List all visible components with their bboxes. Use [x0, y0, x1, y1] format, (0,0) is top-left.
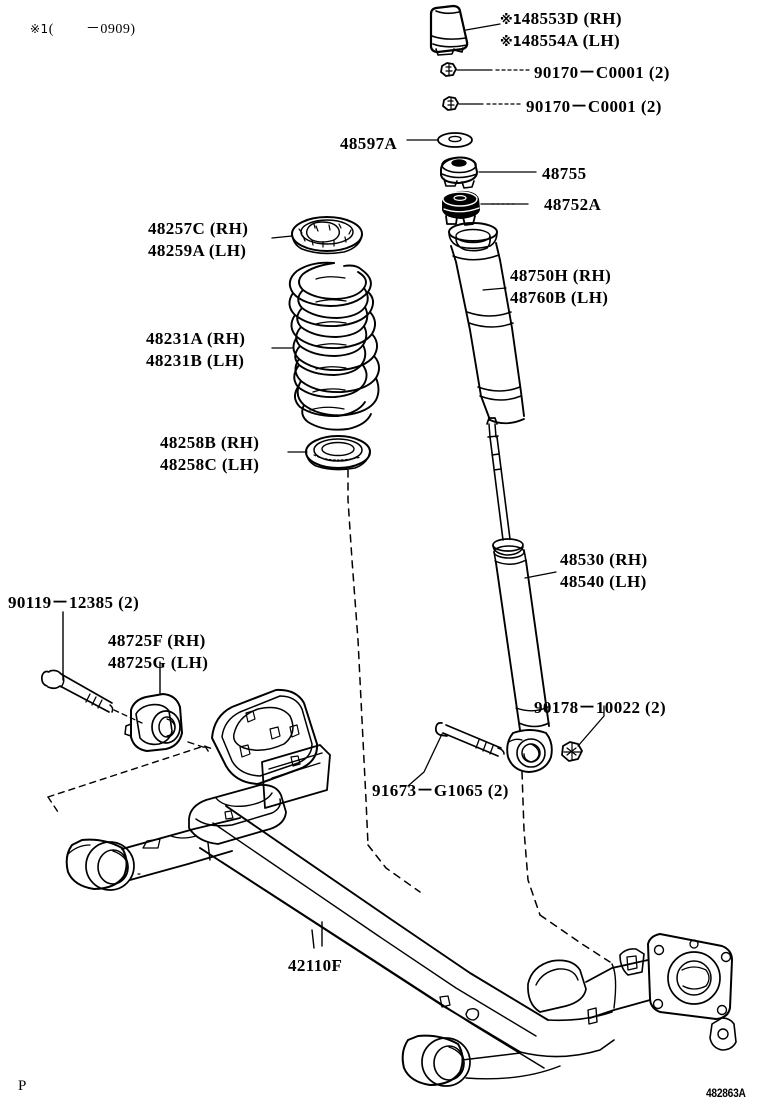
label-nut-lower: 90170－C0001 (2) — [526, 96, 662, 118]
label-support-insulator: 48755 — [542, 163, 587, 185]
label-line: 90178－10022 (2) — [534, 697, 666, 719]
arm-bushing-part — [124, 693, 183, 752]
axle-beam-part — [47, 688, 737, 1087]
label-line: 48258C (LH) — [160, 454, 259, 476]
label-shock-nut: 90178－10022 (2) — [534, 697, 666, 719]
part-number: 48725G (LH) — [108, 653, 209, 673]
label-line: ※148553D (RH) — [500, 8, 622, 30]
shock-bolt-part — [434, 721, 505, 757]
label-bump-stop: ※148553D (RH) ※148554A (LH) — [500, 8, 622, 53]
part-number: 90170－C0001 (2) — [526, 97, 662, 116]
shock-nut-part — [561, 741, 583, 762]
label-line: 48231B (LH) — [146, 350, 245, 372]
label-line: 90119－12385 (2) — [8, 592, 139, 614]
reference-mark: ※1 — [500, 35, 522, 51]
note-text: ( －0909) — [48, 22, 136, 37]
support-insulator-part — [440, 156, 478, 189]
part-number: 48725F (RH) — [108, 631, 206, 650]
part-number: 48259A (LH) — [148, 241, 247, 261]
label-line: 90170－C0001 (2) — [534, 62, 670, 84]
assembly-line-spring — [347, 469, 369, 846]
part-number: 48597A — [340, 134, 398, 153]
label-line: ※148554A (LH) — [500, 30, 622, 52]
part-number: 90178－10022 (2) — [534, 698, 667, 717]
arm-bolt-part — [41, 669, 114, 713]
label-line: 48725G (LH) — [108, 652, 208, 674]
label-line: 91673－G1065 (2) — [372, 780, 509, 802]
label-line: 48257C (RH) — [148, 218, 248, 240]
part-number: 48530 (RH) — [560, 550, 648, 569]
suspension-support-part — [442, 190, 480, 226]
figure-code: 482863A — [706, 1086, 746, 1100]
label-nut-upper: 90170－C0001 (2) — [534, 62, 670, 84]
label-line: 48597A — [340, 133, 397, 155]
label-axle-beam: 42110F — [288, 955, 342, 977]
label-line: 48760B (LH) — [510, 287, 611, 309]
label-arm-bolt: 90119－12385 (2) — [8, 592, 139, 614]
bump-stop-part — [429, 4, 469, 56]
nut-lower-part — [442, 96, 459, 111]
label-washer: 48597A — [340, 133, 397, 155]
label-line: 48530 (RH) — [560, 549, 648, 571]
dust-boot-part — [448, 222, 525, 425]
label-line: 48259A (LH) — [148, 240, 248, 262]
label-arm-bushing: 48725F (RH) 48725G (LH) — [108, 630, 208, 675]
reference-mark: ※1 — [500, 13, 522, 28]
washer-part — [437, 132, 473, 148]
label-line: 48258B (RH) — [160, 432, 259, 454]
part-number: 91673－G1065 (2) — [372, 781, 509, 800]
label-suspension-support: 48752A — [544, 194, 601, 216]
label-line: 90170－C0001 (2) — [526, 96, 662, 118]
note-mark: ※1 — [30, 22, 49, 36]
part-number: 48540 (LH) — [560, 572, 647, 592]
label-line: 48725F (RH) — [108, 630, 208, 652]
part-number: 48258C (LH) — [160, 455, 260, 475]
label-line: 48755 — [542, 163, 587, 185]
part-number: 90170－C0001 (2) — [534, 63, 670, 82]
part-number: 48755 — [542, 164, 587, 183]
nut-upper-part — [440, 62, 457, 77]
label-shock-absorber: 48530 (RH) 48540 (LH) — [560, 549, 648, 594]
label-upper-spring-seat: 48257C (RH) 48259A (LH) — [148, 218, 248, 263]
part-number: 48760B (LH) — [510, 288, 609, 308]
part-number: 90119－12385 (2) — [8, 593, 140, 612]
label-shock-bolt: 91673－G1065 (2) — [372, 780, 509, 802]
label-line: 48750H (RH) — [510, 265, 611, 287]
upper-spring-seat-part — [291, 216, 363, 255]
page-mark: P — [18, 1078, 27, 1094]
part-number: 48231A (RH) — [146, 329, 246, 348]
label-line: 48540 (LH) — [560, 571, 648, 593]
part-number: 48750H (RH) — [510, 266, 612, 285]
diagram-note: ※1( －0909) — [30, 18, 136, 38]
leader-bump-stop — [465, 23, 501, 31]
shock-absorber-part — [486, 417, 553, 773]
label-line: 42110F — [288, 955, 342, 977]
part-number: 48752A — [544, 195, 602, 214]
part-number: 48258B (RH) — [160, 433, 260, 452]
part-number: 48554A (LH) — [521, 31, 621, 51]
part-number: 48231B (LH) — [146, 351, 245, 371]
assembly-line-shock — [521, 771, 541, 916]
part-number: 42110F — [288, 956, 343, 975]
lower-spring-seat-part — [305, 435, 371, 471]
coil-spring-part — [288, 261, 380, 431]
label-coil-spring: 48231A (RH) 48231B (LH) — [146, 328, 245, 373]
label-dust-boot: 48750H (RH) 48760B (LH) — [510, 265, 611, 310]
part-number: 48553D (RH) — [521, 9, 622, 28]
label-line: 48231A (RH) — [146, 328, 245, 350]
part-number: 48257C (RH) — [148, 219, 249, 238]
label-line: 48752A — [544, 194, 601, 216]
label-lower-spring-seat: 48258B (RH) 48258C (LH) — [160, 432, 259, 477]
